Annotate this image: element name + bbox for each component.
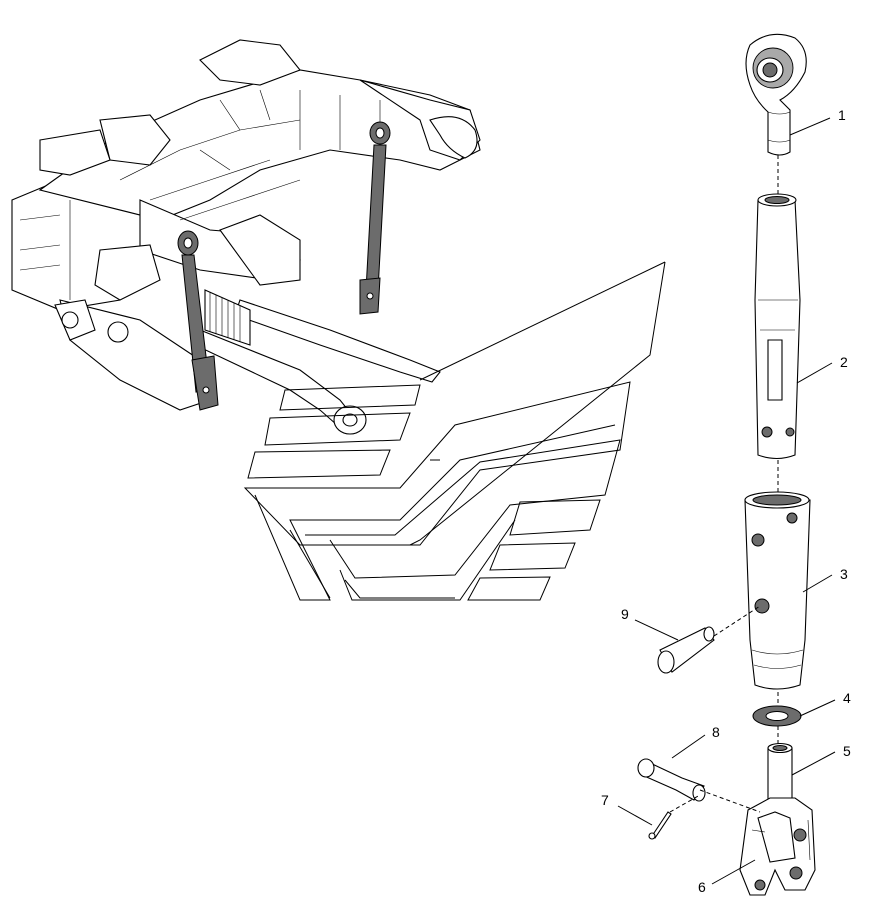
callout-5: 5 <box>843 743 851 759</box>
assembly-axis-lines <box>669 155 779 813</box>
callout-4: 4 <box>843 690 851 706</box>
callout-7: 7 <box>601 792 609 808</box>
part-2-tube <box>754 193 801 460</box>
chevron-pattern <box>243 261 666 601</box>
part-7-cotter-pin <box>648 811 672 840</box>
right-lift-rod <box>359 121 391 315</box>
callout-3: 3 <box>840 566 848 582</box>
callout-9: 9 <box>621 606 629 622</box>
part-6-clevis <box>739 797 816 896</box>
part-9-pin <box>657 626 715 674</box>
callout-1: 1 <box>838 107 846 123</box>
callout-6: 6 <box>698 879 706 895</box>
part-1-ball-joint <box>745 33 807 156</box>
part-8-pin <box>637 758 706 802</box>
part-3-outer-tube <box>744 491 811 690</box>
part-5-stem <box>767 742 793 801</box>
callouts: 1 2 3 4 5 6 7 8 9 <box>601 107 851 895</box>
callout-2: 2 <box>840 354 848 370</box>
part-4-washer <box>752 705 802 727</box>
callout-8: 8 <box>712 724 720 740</box>
left-lift-rod <box>177 230 219 411</box>
tractor-hitch-overview <box>11 39 481 435</box>
